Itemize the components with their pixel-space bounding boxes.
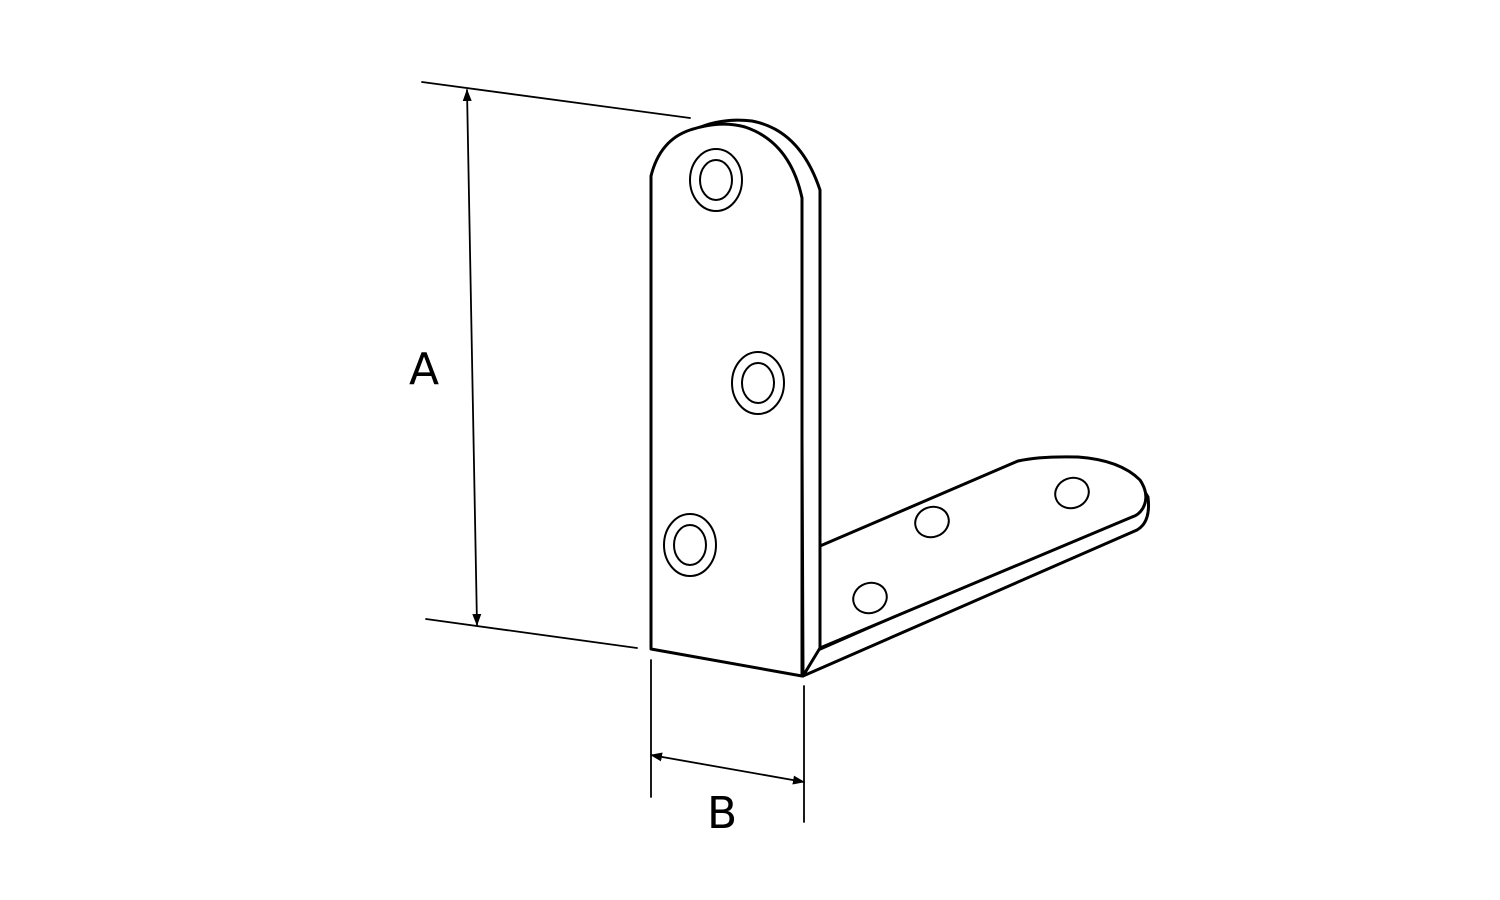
horizontal-leg-face [818,455,1148,650]
horizontal-hole-1 [852,581,888,615]
vertical-hole-1-inner [699,159,733,201]
dimension-a-bottom-extension [425,618,638,649]
dimension-b-arrow-line [650,752,805,785]
horizontal-hole-3 [1054,476,1090,510]
vertical-hole-2-inner [741,362,775,404]
dimension-a-top-extension [421,81,691,119]
vertical-leg [649,118,822,678]
horizontal-hole-2 [914,505,950,539]
dimension-a-label: A [409,344,439,395]
dimension-b-label: B [707,788,737,839]
dimension-a: A [409,81,691,649]
dimension-b: B [650,659,805,839]
dimension-a-arrow-line [462,89,482,626]
vertical-hole-3-inner [673,524,707,566]
horizontal-leg [801,455,1150,678]
